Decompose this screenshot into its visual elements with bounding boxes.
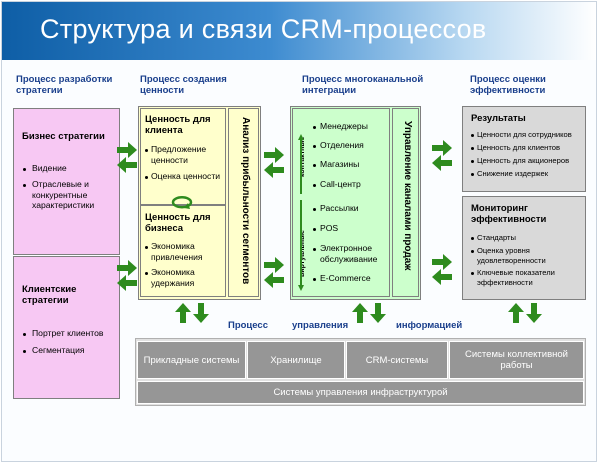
results-item: Ценности для сотрудников [477,130,572,139]
bullet [313,164,316,167]
arrow-right-icon [117,142,137,158]
info-label-1: Процесс [228,320,268,331]
client-value-item: Предложение ценности [151,144,207,165]
arrow-left-icon [432,269,452,285]
results-title: Результаты [471,113,526,124]
system-crm: CRM-системы [346,341,448,379]
segment-profitability-box: Анализ прибыльности сегментов [228,108,259,297]
bullet [471,250,474,253]
results-item: Ценность для акционеров [477,156,570,165]
client-value-item: Оценка ценности [151,171,221,181]
monitoring-box: Мониторинг эффективности Стандарты Оценк… [462,196,586,300]
client-strategy-box: Клиентские стратегии Портрет клиентов Се… [13,256,120,399]
system-applied: Прикладные системы [137,341,246,379]
bullet [471,134,474,137]
cycle-icon [171,196,193,208]
system-collaboration: Системы коллективной работы [449,341,584,379]
bullet [23,184,26,187]
arrow-down-icon [193,303,209,323]
info-label-3: информацией [396,320,463,331]
channel-item: Магазины [320,159,360,169]
business-value-item: Экономика привлечения [151,241,203,262]
channel-item: Call-центр [320,179,361,189]
results-item: Ценность для клиентов [477,143,561,152]
arrow-up-icon [508,303,524,323]
client-value-box: Ценность для клиента Предложение ценност… [140,108,226,205]
arrow-left-icon [264,162,284,178]
bullet [471,173,474,176]
business-strategy-title: Бизнес стратегии [22,131,105,142]
monitoring-item: Оценка уровня удовлетворенности [477,246,546,265]
arrow-right-icon [117,260,137,276]
bullet [313,126,316,129]
arrow-right-icon [264,147,284,163]
results-item: Снижение издержек [477,169,549,178]
client-strategy-item: Портрет клиентов [32,328,104,338]
arrow-up-icon [352,303,368,323]
bullet [145,176,148,179]
bullet [145,272,148,275]
bullet [313,145,316,148]
arrow-up-icon [175,303,191,323]
sales-channels-box: Управление каналами продаж [392,108,419,297]
channel-item: Менеджеры [320,121,368,131]
business-strategy-box: Бизнес стратегии Видение Отраслевые и ко… [13,108,120,255]
arrow-left-icon [432,155,452,171]
channel-item: POS [320,223,339,233]
arrow-down-icon [370,303,386,323]
arrow-left-icon [264,272,284,288]
bullet [23,350,26,353]
arrow-left-icon [117,157,137,173]
header-value: Процесс создания ценности [140,74,227,96]
info-label-2: управления [292,320,349,331]
business-value-box: Ценность для бизнеса Экономика привлечен… [140,205,226,297]
business-value-item: Экономика удержания [151,267,195,288]
bullet [471,237,474,240]
header-evaluation: Процесс оценки эффективности [470,74,546,96]
monitoring-title: Мониторинг эффективности [471,203,547,225]
bullet [471,147,474,150]
channel-item: Электронное обслуживание [320,243,378,264]
bullet [313,184,316,187]
business-strategy-item: Отраслевые и конкурентные характеристики [32,179,95,210]
arrow-right-icon [264,257,284,273]
results-box: Результаты Ценности для сотрудников Ценн… [462,106,586,192]
bullet [23,333,26,336]
bullet [313,248,316,251]
channel-item: Отделения [320,140,364,150]
channels-box: контактные виртуальные Менеджеры Отделен… [292,108,390,297]
system-warehouse: Хранилище [247,341,345,379]
arrow-up-icon [298,134,304,194]
title-banner: Структура и связи CRM-процессов [2,2,596,60]
business-strategy-item: Видение [32,163,67,173]
monitoring-item: Ключевые показатели эффективности [477,268,555,287]
client-strategy-title: Клиентские стратегии [22,284,77,306]
client-strategy-item: Сегментация [32,345,85,355]
arrow-right-icon [432,140,452,156]
bullet [145,149,148,152]
channel-item: Рассылки [320,203,359,213]
system-infrastructure: Системы управления инфраструктурой [137,381,584,404]
bullet [145,246,148,249]
diagram-title: Структура и связи CRM-процессов [40,14,487,44]
arrow-down-icon [298,200,304,291]
header-integration: Процесс многоканальной интеграции [302,74,424,96]
bullet [471,160,474,163]
client-value-title: Ценность для клиента [145,114,211,136]
header-strategy: Процесс разработки стратегии [16,74,113,96]
arrow-left-icon [117,275,137,291]
arrow-right-icon [432,254,452,270]
arrow-down-icon [526,303,542,323]
business-value-title: Ценность для бизнеса [145,212,211,234]
monitoring-item: Стандарты [477,233,516,242]
bullet [313,278,316,281]
bullet [313,208,316,211]
bullet [471,272,474,275]
bullet [313,228,316,231]
bullet [23,168,26,171]
channel-item: E-Commerce [320,273,371,283]
